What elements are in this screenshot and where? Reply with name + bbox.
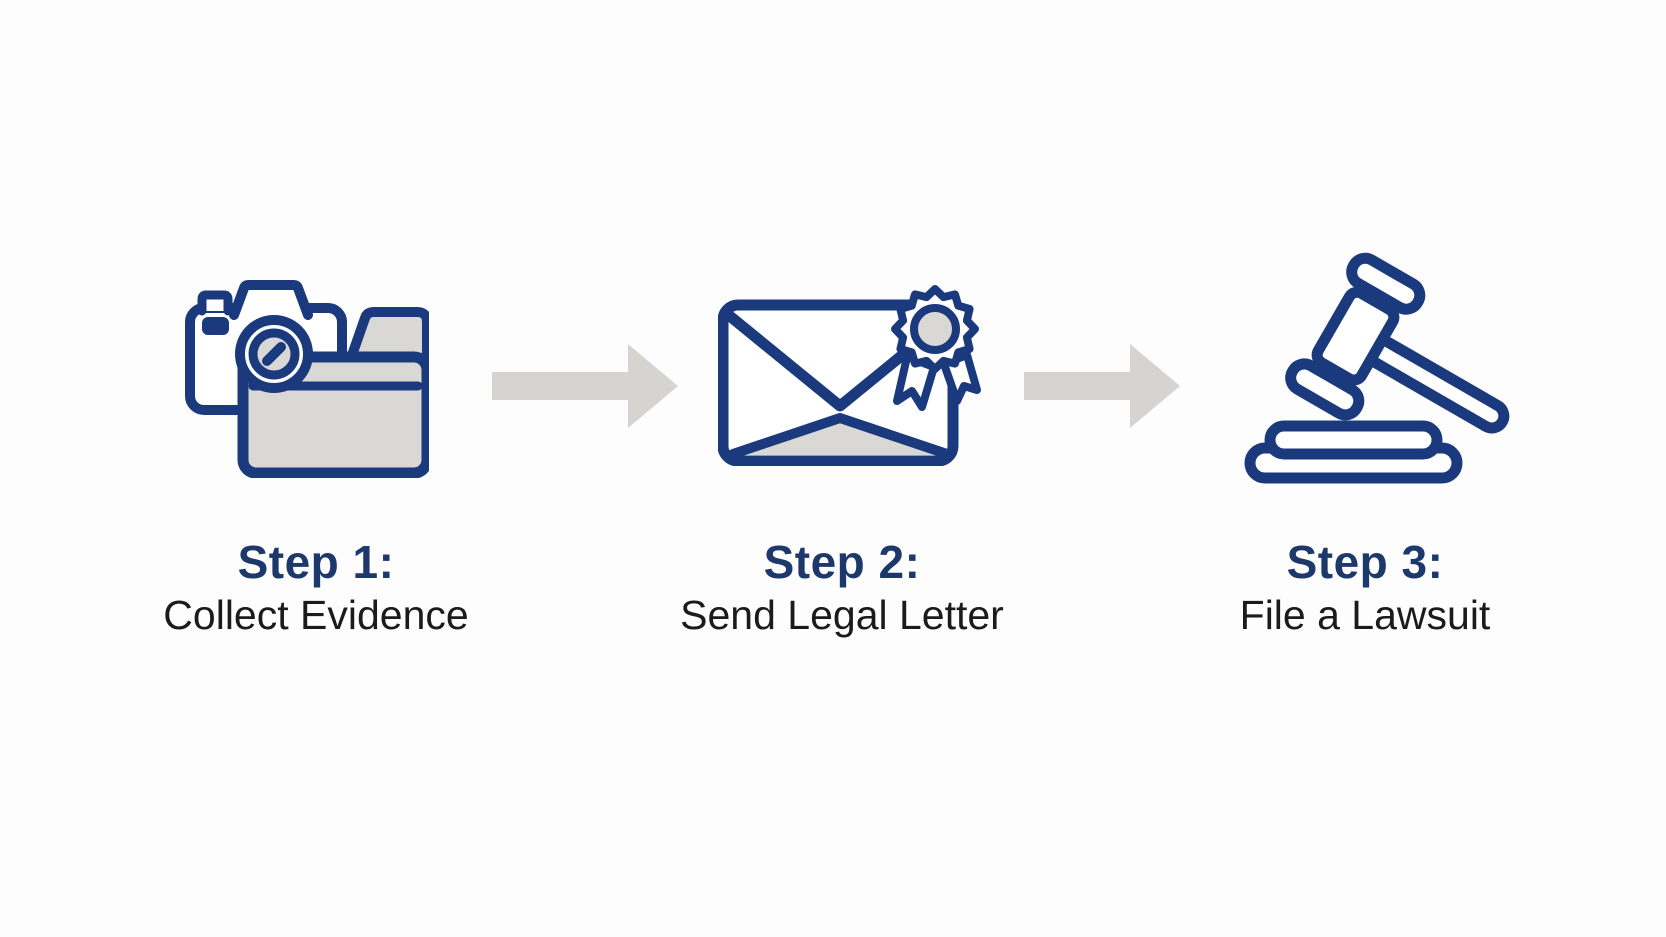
step-1-heading: Step 1:	[237, 536, 395, 588]
arrow-right-icon	[1024, 344, 1180, 428]
step-3-subtitle: File a Lawsuit	[1239, 591, 1491, 638]
step-1-text: Step 1: Collect Evidence	[56, 536, 576, 638]
step-3-heading: Step 3:	[1286, 536, 1444, 588]
step-2-heading: Step 2:	[763, 536, 921, 588]
gavel-icon	[1244, 252, 1510, 484]
envelope-certificate-icon	[718, 285, 981, 466]
arrow-right-icon	[492, 344, 678, 428]
step-2-text: Step 2: Send Legal Letter	[582, 536, 1102, 638]
camera-folder-icon	[185, 280, 429, 478]
step-3-text: Step 3: File a Lawsuit	[1105, 536, 1625, 638]
step-1-subtitle: Collect Evidence	[163, 591, 469, 638]
step-2-subtitle: Send Legal Letter	[680, 591, 1004, 638]
